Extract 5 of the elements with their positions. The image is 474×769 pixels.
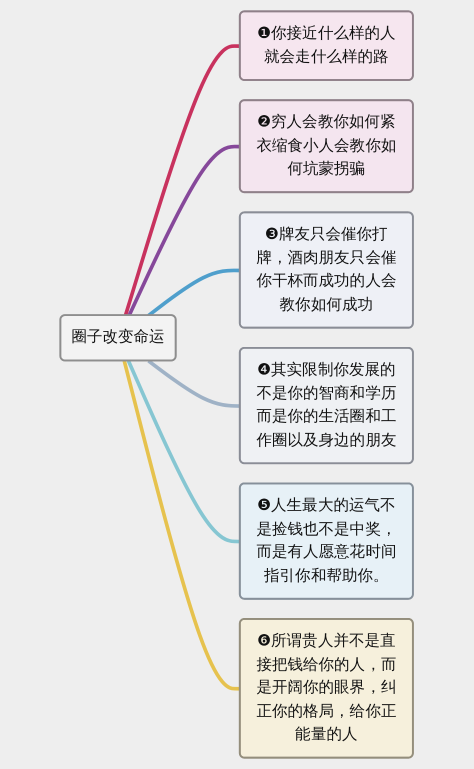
connector xyxy=(128,144,241,316)
connector xyxy=(124,44,241,316)
connector xyxy=(122,360,241,691)
connector xyxy=(148,359,241,408)
connector xyxy=(127,360,241,544)
